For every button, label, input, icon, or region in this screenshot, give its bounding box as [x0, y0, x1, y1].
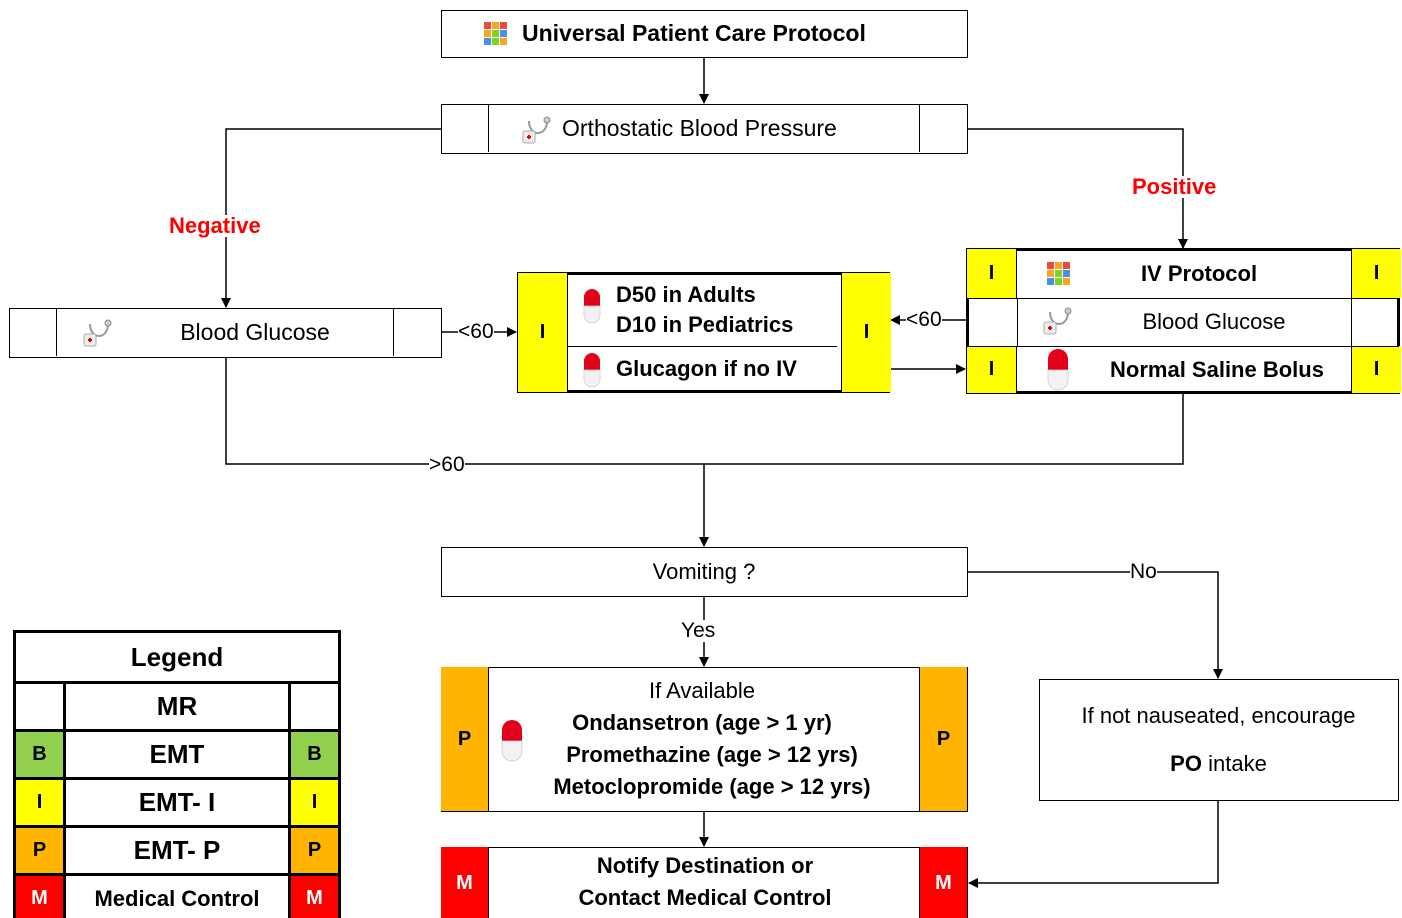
po-intake-box[interactable]: If not nauseated, encourage PO intake	[1039, 679, 1399, 801]
no-label: No	[1130, 560, 1157, 583]
normal-saline-text: Normal Saline Bolus	[1110, 357, 1324, 382]
legend-level-badge: P	[291, 828, 338, 873]
antiemetic-box[interactable]: P P If Available Ondansetron (age > 1 yr…	[441, 667, 968, 812]
legend-level-badge: P	[16, 828, 63, 873]
orthostatic-bp-title: Orthostatic Blood Pressure	[562, 115, 837, 141]
pill-icon	[1047, 349, 1069, 391]
legend-level-badge: B	[16, 732, 63, 777]
legend-col-divider	[63, 681, 66, 729]
legend-row-label: EMT- I	[138, 787, 216, 817]
level-I-badge: I	[841, 273, 891, 392]
level-I-badge: I	[518, 273, 568, 392]
if-available-text: If Available	[648, 678, 755, 703]
level-I-badge: I	[967, 346, 1017, 393]
pill-icon	[583, 289, 601, 324]
legend-row-label: EMT	[149, 739, 205, 769]
legend-col-divider	[288, 729, 291, 777]
protocol-grid-icon	[484, 22, 507, 45]
promethazine-text: Promethazine (age > 12 yrs)	[566, 742, 858, 767]
d10-pediatrics-text: D10 in Pediatrics	[616, 312, 794, 337]
legend-title: Legend	[130, 641, 224, 672]
legend-col-divider	[63, 825, 66, 873]
protocol-grid-icon	[1047, 262, 1070, 285]
level-P-badge: P	[441, 667, 489, 811]
level-P-badge: P	[919, 667, 967, 811]
ondansetron-text: Ondansetron (age > 1 yr)	[572, 710, 832, 735]
legend-row-divider	[16, 873, 338, 876]
legend-row-divider	[16, 777, 338, 780]
legend-level-badge: M	[291, 876, 338, 918]
iv-protocol-box[interactable]: I I I I IV Protocol Blood Glucose Normal…	[966, 248, 1401, 394]
legend-row-divider	[16, 681, 338, 684]
legend-col-divider	[288, 681, 291, 729]
not-nauseated-text: If not nauseated, encourage	[1081, 703, 1356, 728]
iv-blood-glucose-text: Blood Glucose	[1142, 309, 1286, 334]
intake-text: intake	[1208, 751, 1267, 776]
stethoscope-icon	[1043, 307, 1072, 335]
notify-destination-text: Notify Destination or	[596, 853, 814, 878]
pill-icon	[583, 353, 601, 388]
legend-level-badge	[291, 684, 338, 729]
dextrose-box[interactable]: I I D50 in Adults D10 in Pediatrics Gluc…	[517, 272, 891, 393]
legend-row-label: MR	[156, 691, 198, 721]
stethoscope-icon	[83, 319, 112, 347]
positive-label: Positive	[1132, 174, 1217, 199]
notify-box[interactable]: M M Notify Destination or Contact Medica…	[441, 847, 968, 918]
level-I-badge: I	[967, 249, 1017, 298]
blood-glucose-title: Blood Glucose	[180, 319, 330, 345]
glucagon-text: Glucagon if no IV	[616, 356, 797, 381]
universal-protocol-box[interactable]: Universal Patient Care Protocol	[441, 10, 968, 58]
po-intake-line: PO intake	[1040, 746, 1397, 782]
legend-level-badge: I	[291, 780, 338, 825]
level-I-badge: I	[1351, 346, 1401, 393]
iv-protocol-title: IV Protocol	[1140, 261, 1258, 286]
yes-label: Yes	[681, 619, 716, 642]
gt60-label: >60	[429, 453, 465, 476]
legend-level-badge: B	[291, 732, 338, 777]
legend-col-divider	[288, 777, 291, 825]
legend-col-divider	[63, 777, 66, 825]
vomiting-decision-box[interactable]: Vomiting ?	[441, 547, 968, 597]
d50-adults-text: D50 in Adults	[616, 282, 756, 307]
level-M-badge: M	[441, 847, 489, 918]
legend-level-badge: I	[16, 780, 63, 825]
legend-level-badge	[16, 684, 63, 729]
metoclopromide-text: Metoclopromide (age > 12 yrs)	[553, 774, 871, 799]
legend-col-divider	[288, 825, 291, 873]
lt60-right-label: <60	[906, 308, 942, 331]
vomiting-title: Vomiting ?	[652, 558, 756, 584]
stethoscope-icon	[522, 116, 551, 144]
legend-row-label: Medical Control	[94, 885, 260, 911]
legend-col-divider	[63, 729, 66, 777]
lt60-left-label: <60	[458, 320, 494, 343]
orthostatic-bp-box[interactable]: Orthostatic Blood Pressure	[441, 104, 968, 154]
legend-level-badge: M	[16, 876, 63, 918]
negative-label: Negative	[169, 213, 261, 238]
legend-col-divider	[63, 873, 66, 918]
pill-icon	[501, 720, 523, 762]
level-M-badge: M	[919, 847, 967, 918]
legend-row-label: EMT- P	[133, 835, 221, 865]
contact-medical-control-text: Contact Medical Control	[578, 885, 832, 910]
po-bold-text: PO	[1170, 751, 1202, 776]
legend-col-divider	[288, 873, 291, 918]
blood-glucose-box[interactable]: Blood Glucose	[9, 308, 442, 358]
universal-protocol-title: Universal Patient Care Protocol	[522, 20, 866, 46]
legend-row-divider	[16, 729, 338, 732]
legend-row-divider	[16, 825, 338, 828]
level-I-badge: I	[1351, 249, 1401, 298]
